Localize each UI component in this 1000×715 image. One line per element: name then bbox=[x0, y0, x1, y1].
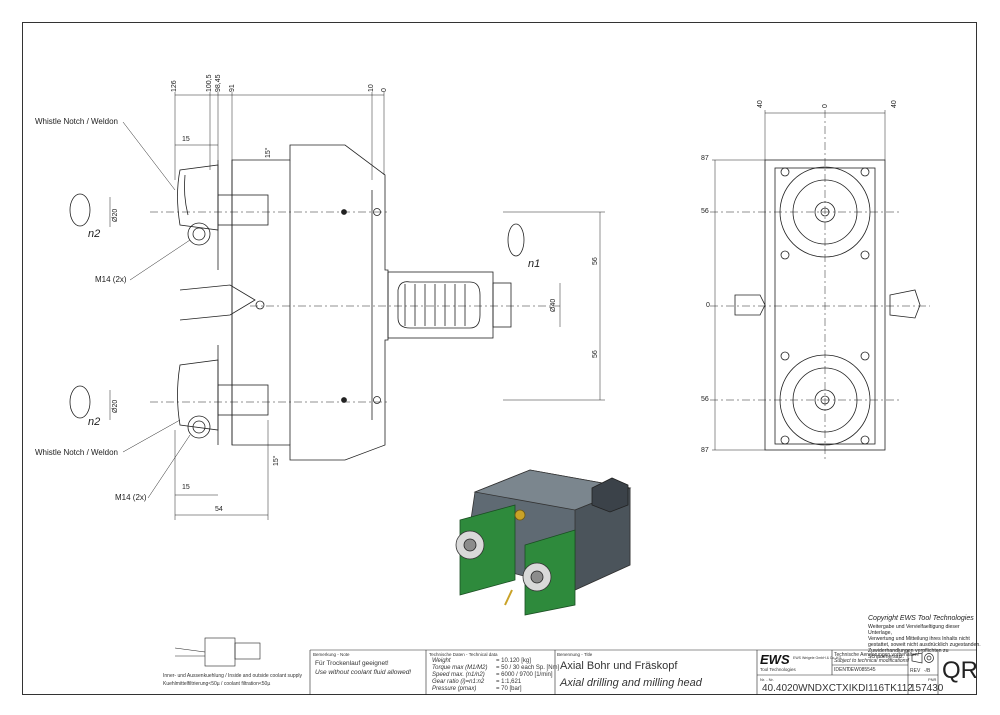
tech-data-label: Technische Daten - Technical data bbox=[429, 652, 498, 657]
tech-row-key: Pressure (pmax) bbox=[432, 686, 477, 692]
rev-label: REV bbox=[910, 668, 921, 674]
tech-row-value: = 10.120 [kg] bbox=[496, 658, 531, 664]
dim-126: 126 bbox=[171, 80, 178, 92]
dim-15deg-top: 15° bbox=[265, 147, 272, 158]
pnr-label: PNR bbox=[928, 677, 937, 682]
tech-row-key: Speed max. (n1/n2) bbox=[432, 672, 485, 678]
title-en: Axial drilling and milling head bbox=[560, 677, 702, 689]
n2-label-bottom: n2 bbox=[88, 416, 101, 428]
dim-right-87-top: 87 bbox=[701, 155, 709, 162]
coolant-note-en: Inner- und Aussenkuehlung / Inside and o… bbox=[163, 673, 302, 679]
dim-91: 91 bbox=[229, 84, 236, 92]
coolant-note-de: Kuehlmittelfiltrierung<50µ / coolant fil… bbox=[163, 681, 271, 687]
dim-56-b: 56 bbox=[592, 350, 599, 358]
m14-label-top: M14 (2x) bbox=[95, 275, 127, 284]
change-note-en: Subject to technical modifications! bbox=[834, 658, 910, 664]
dim-0: 0 bbox=[381, 88, 388, 92]
n1-label: n1 bbox=[528, 258, 541, 270]
rev-value: -/B bbox=[924, 668, 931, 674]
title-label: Benennung - Title bbox=[557, 652, 593, 657]
dim-right-40-left: 40 bbox=[757, 100, 764, 108]
drawing-sheet-border bbox=[22, 22, 977, 695]
ews-logo: EWS bbox=[760, 652, 790, 667]
dim-d20-top: Ø20 bbox=[112, 208, 119, 222]
dim-d40: Ø40 bbox=[550, 298, 557, 312]
tech-row-value: = 6000 / 9700 [1/min] bbox=[496, 672, 553, 678]
dim-15-top: 15 bbox=[182, 136, 190, 143]
tech-row-value: = 1:1,621 bbox=[496, 679, 522, 685]
dim-right-56-bottom: 56 bbox=[701, 396, 709, 403]
tech-row-key: Torque max (M1/M2) bbox=[432, 665, 488, 671]
copyright-heading: Copyright EWS Tool Technologies bbox=[868, 615, 974, 622]
copyright-text: Weitergabe und Vervielfaeltigung dieser … bbox=[868, 624, 981, 660]
dim-56-a: 56 bbox=[592, 257, 599, 265]
dim-10: 10 bbox=[368, 84, 375, 92]
part-number: 40.4020WNDXCTXIKDI116TK112 bbox=[762, 683, 913, 694]
tech-row-value: = 70 [bar] bbox=[496, 686, 522, 692]
whistle-notch-label-top: Whistle Notch / Weldon bbox=[35, 117, 118, 126]
change-note-de: Technische Aenderungen vorbehalten! bbox=[834, 652, 920, 658]
ident-label: IDENT bbox=[834, 667, 849, 673]
title-de: Axial Bohr und Fräskopf bbox=[560, 660, 678, 672]
nr-label: Nr. - Nr. bbox=[760, 677, 774, 682]
tech-row-key: Gear ratio (i)=n1:n2 bbox=[432, 679, 485, 685]
bottom-tool-holder bbox=[177, 359, 219, 431]
remark-en: Use without coolant fluid allowed! bbox=[315, 669, 412, 676]
company-name: EWS Weigele GmbH & Co. KG bbox=[793, 656, 842, 660]
tech-row-value: = 50 / 30 each Sp. [Nm] bbox=[496, 665, 560, 671]
remark-label: Bemerkung - Note bbox=[313, 652, 350, 657]
ews-logo-sub: Tool Technologies bbox=[760, 667, 796, 672]
dim-right-0: 0 bbox=[822, 104, 829, 108]
dim-d20-bottom: Ø20 bbox=[112, 399, 119, 413]
pnr-value: 157430 bbox=[910, 683, 944, 694]
top-tool-holder bbox=[177, 164, 219, 231]
remark-de: Für Trockenlauf geeignet! bbox=[315, 660, 389, 667]
isometric-render bbox=[455, 469, 632, 616]
main-housing-outline bbox=[231, 144, 389, 461]
tech-row-key: Weight bbox=[432, 658, 451, 664]
dim-15-bottom: 15 bbox=[182, 484, 190, 491]
dim-right-87-bottom: 87 bbox=[701, 447, 709, 454]
dim-98-45: 98,45 bbox=[215, 74, 222, 92]
dim-100-5: 100,5 bbox=[206, 74, 213, 92]
dim-15deg-bottom: 15° bbox=[273, 455, 280, 466]
m14-label-bottom: M14 (2x) bbox=[115, 493, 147, 502]
projection-symbol-icon bbox=[911, 652, 934, 664]
dim-right-0-mid: 0 bbox=[706, 302, 710, 309]
ident-value: 0EW085545 bbox=[848, 667, 876, 673]
dim-right-56-top: 56 bbox=[701, 208, 709, 215]
whistle-notch-label-bottom: Whistle Notch / Weldon bbox=[35, 448, 118, 457]
qr-code-marker: QR bbox=[942, 657, 978, 684]
dim-54: 54 bbox=[215, 506, 223, 513]
dim-right-40-right: 40 bbox=[891, 100, 898, 108]
n2-label-top: n2 bbox=[88, 228, 101, 240]
